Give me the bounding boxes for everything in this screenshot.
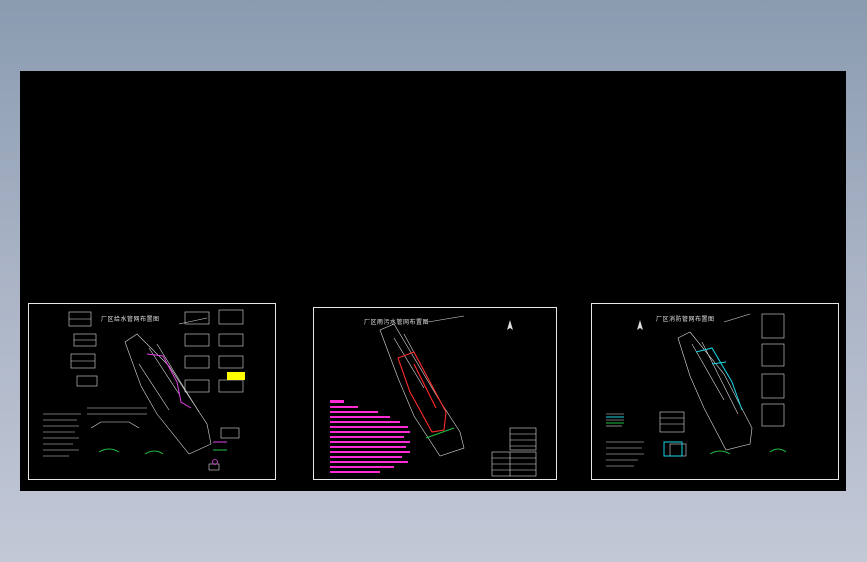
sheet-2-title: 厂区雨污水管网布置图 (364, 319, 430, 326)
drawing-sheet-3[interactable]: 厂区消防管网布置图 (591, 303, 839, 480)
sheet-3-title: 厂区消防管网布置图 (656, 316, 715, 323)
sheet-2-drawing (330, 315, 537, 477)
north-arrow-icon (637, 320, 643, 330)
drawing-sheet-2[interactable]: 厂区雨污水管网布置图 (313, 307, 557, 480)
drawing-canvas[interactable]: 厂区给水管网布置图 (20, 71, 846, 491)
sheet-1-title: 厂区给水管网布置图 (101, 316, 160, 323)
drawing-sheet-1[interactable]: 厂区给水管网布置图 (28, 303, 276, 480)
north-arrow-icon (507, 320, 513, 330)
sheet-1-drawing (43, 309, 245, 471)
sheet-3-drawing (606, 313, 787, 467)
